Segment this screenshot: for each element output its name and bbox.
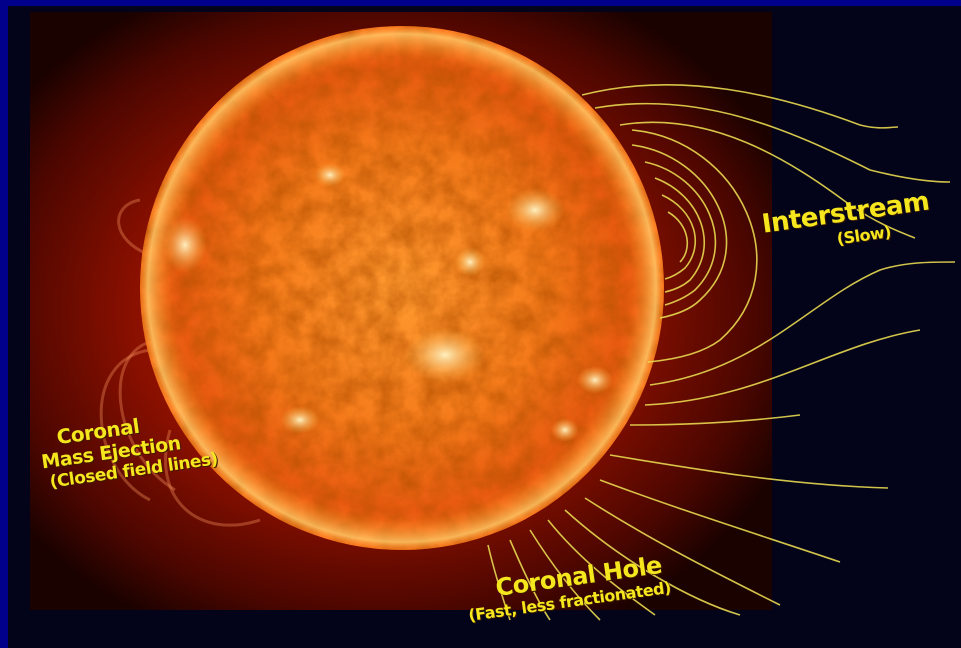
field-lines [487,83,956,621]
cme-loops [99,198,261,527]
frame-border-top [0,0,961,6]
frame-border-left [0,0,8,648]
